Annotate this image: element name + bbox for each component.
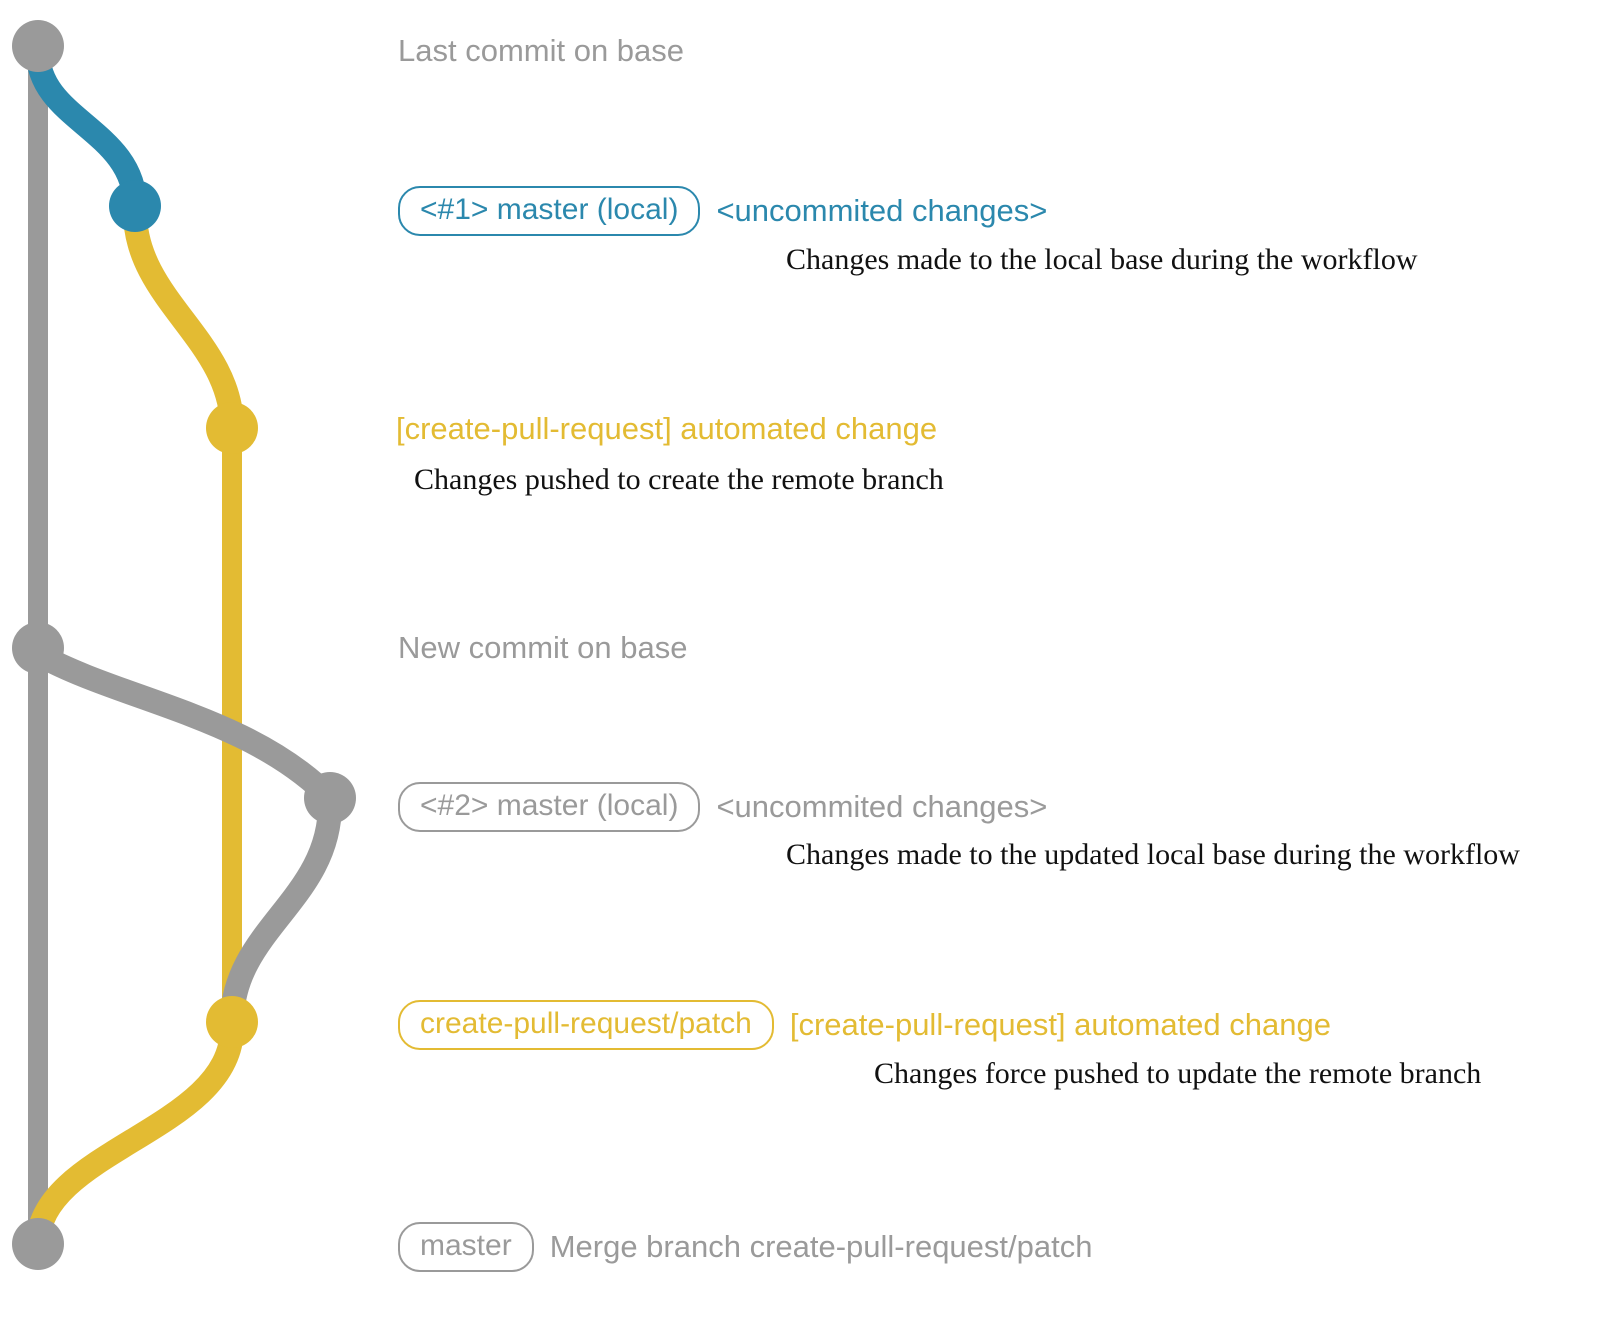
row-patch-create: [create-pull-request] automated change [396, 411, 938, 446]
badge-create-pull-request-patch[interactable]: create-pull-request/patch [398, 1000, 774, 1050]
edge-patchforce-to-master [26, 1016, 244, 1256]
description-local-1: Changes made to the local base during th… [786, 243, 1418, 276]
label-new-commit-on-base: New commit on base [398, 630, 688, 665]
badge-master-local-2[interactable]: <#2> master (local) [398, 782, 701, 832]
commit-node-local-2[interactable] [304, 772, 356, 824]
commit-node-master-merge[interactable] [12, 1218, 64, 1270]
row-local-1: <#1> master (local) <uncommited changes> [398, 186, 1047, 236]
git-graph [12, 20, 356, 1270]
commit-node-base-new[interactable] [12, 622, 64, 674]
commit-node-patch-create[interactable] [206, 402, 258, 454]
badge-master-local-1[interactable]: <#1> master (local) [398, 186, 701, 236]
commit-message-patch-create: [create-pull-request] automated change [396, 411, 938, 446]
label-last-commit-on-base: Last commit on base [398, 33, 685, 68]
commit-message-local-1: <uncommited changes> [716, 192, 1048, 228]
commit-node-local-1[interactable] [109, 180, 161, 232]
commit-message-patch-force: [create-pull-request] automated change [789, 1006, 1331, 1042]
commit-node-patch-force[interactable] [206, 996, 258, 1048]
row-patch-force: create-pull-request/patch [create-pull-r… [398, 1000, 1331, 1050]
edge-local2-to-patchforce [220, 792, 342, 1034]
description-local-2: Changes made to the updated local base d… [786, 838, 1520, 871]
badge-master[interactable]: master [398, 1222, 534, 1272]
row-master-merge: master Merge branch create-pull-request/… [398, 1222, 1092, 1272]
edge-basenew-to-local2 [26, 642, 342, 810]
commit-message-local-2: <uncommited changes> [716, 788, 1048, 824]
description-patch-force: Changes force pushed to update the remot… [874, 1057, 1482, 1090]
edge-local1-to-patch [123, 200, 244, 440]
commit-node-base-last[interactable] [12, 20, 64, 72]
row-local-2: <#2> master (local) <uncommited changes> [398, 782, 1047, 832]
description-patch-create: Changes pushed to create the remote bran… [414, 463, 944, 496]
commit-message-master-merge: Merge branch create-pull-request/patch [549, 1228, 1093, 1264]
